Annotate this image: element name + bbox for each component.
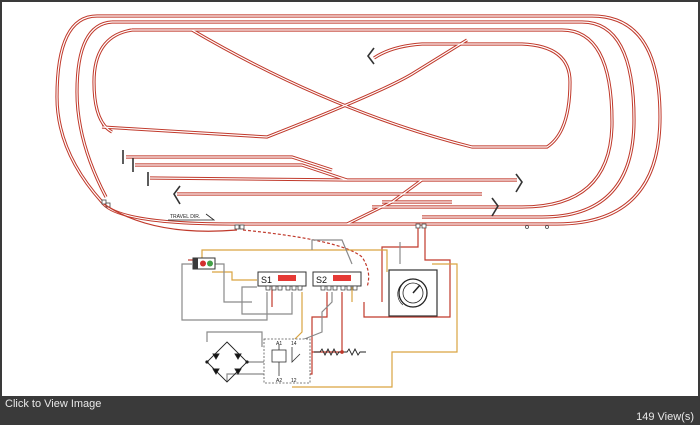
view-count: 149 View(s)	[636, 411, 694, 423]
buffer-stop	[367, 47, 375, 65]
layout-wiring-diagram: TRAVEL DIR.	[55, 14, 662, 388]
figure-eight-track	[101, 28, 572, 149]
image-footer: Click to View Image 149 View(s)	[0, 396, 700, 425]
relay-a1: A1	[276, 341, 282, 347]
orange-wires	[201, 249, 458, 388]
signal-green-lamp	[207, 260, 213, 267]
diagram-canvas[interactable]: TRAVEL DIR.	[2, 2, 698, 396]
buffer-stop	[515, 173, 523, 193]
wiring	[103, 203, 458, 388]
signal-head	[192, 257, 216, 270]
relay-a2: A2	[276, 378, 282, 384]
track-feeders	[101, 199, 549, 230]
relay-14: 14	[291, 341, 297, 347]
switch-module-s1: S1	[257, 271, 307, 291]
relay: A1 A2 14 12	[263, 338, 311, 384]
relay-12: 12	[291, 378, 297, 384]
view-image-link[interactable]: Click to View Image	[5, 398, 102, 410]
s1-label: S1	[261, 275, 272, 285]
track-rail-gap	[56, 15, 661, 225]
throttle-controller	[388, 269, 438, 317]
resistor-chain	[314, 347, 366, 357]
s2-label: S2	[316, 275, 327, 285]
travel-direction-marker: TRAVEL DIR.	[168, 213, 216, 221]
travel-dir-label: TRAVEL DIR.	[170, 214, 200, 220]
bridge-rectifier	[205, 341, 249, 383]
track-plan	[55, 14, 662, 226]
buffer-stop	[491, 197, 499, 217]
buffer-stop	[173, 185, 181, 205]
buffer-stops	[122, 47, 523, 217]
gray-wires	[181, 239, 401, 382]
signal-red-lamp	[200, 260, 206, 267]
switch-module-s2: S2	[312, 271, 362, 291]
